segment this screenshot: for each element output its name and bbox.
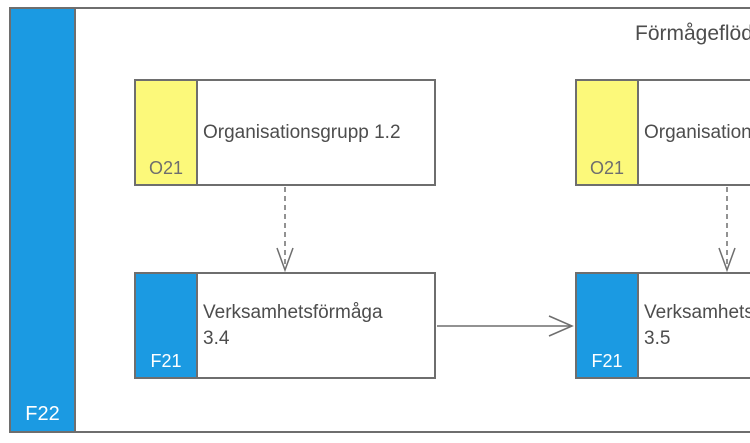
connector-o2-to-f2[interactable]: [718, 187, 736, 273]
group-f22-title-bar[interactable]: F22: [11, 9, 76, 431]
arrowhead-open-icon: [718, 247, 736, 273]
node-type-label: F21: [591, 351, 623, 371]
node-label: Organisationsgrupp 1.2: [203, 121, 401, 143]
node-organisationsgrupp-1-2[interactable]: O21 Organisationsgrupp 1.2: [134, 79, 436, 186]
node-type-label: F21: [150, 351, 182, 371]
node-type-tab: F21: [577, 274, 639, 377]
connector-o1-to-f1[interactable]: [276, 187, 294, 273]
node-organisationsgrupp-2[interactable]: O21 Organisationsgrupp: [575, 79, 750, 186]
node-type-tab: O21: [136, 81, 198, 184]
node-body: Organisationsgrupp: [639, 81, 750, 184]
node-verksamhetsformaga-3-4[interactable]: F21 Verksamhetsförmåga 3.4: [134, 272, 436, 379]
arrowhead-open-icon: [548, 315, 574, 337]
node-body: Verksamhetsförmåga 3.5: [639, 274, 750, 377]
node-type-label: O21: [148, 158, 184, 178]
node-body: Organisationsgrupp 1.2: [198, 81, 434, 184]
node-type-tab: F21: [136, 274, 198, 377]
node-label: Organisationsgrupp: [644, 121, 750, 143]
node-label: Verksamhetsförmåga: [203, 301, 383, 323]
node-body: Verksamhetsförmåga 3.4: [198, 274, 434, 377]
node-label-line2: 3.4: [203, 327, 230, 349]
node-type-tab: O21: [577, 81, 639, 184]
group-f22-label: F22: [25, 403, 60, 425]
connector-f1-to-f2[interactable]: [437, 315, 574, 337]
arrowhead-open-icon: [276, 247, 294, 273]
node-label-line2: 3.5: [644, 327, 671, 349]
node-type-label: O21: [589, 158, 625, 178]
node-label: Verksamhetsförmåga: [644, 301, 750, 323]
diagram-title: Förmågeflöde: [635, 22, 750, 45]
node-verksamhetsformaga-3-5[interactable]: F21 Verksamhetsförmåga 3.5: [575, 272, 750, 379]
